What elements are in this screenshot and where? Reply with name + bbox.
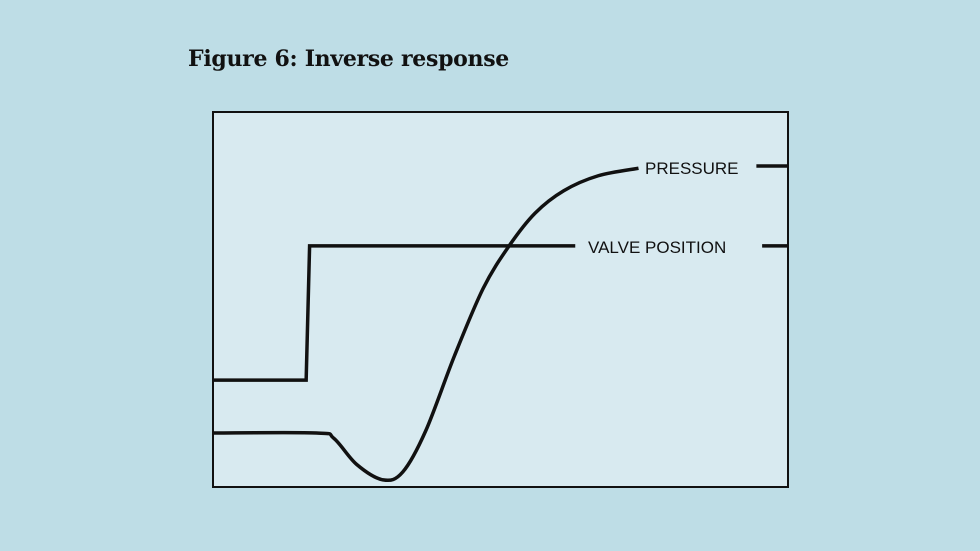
pressure-line [212,166,639,483]
valve-position-label: VALVE POSITION [588,238,726,257]
valve-position-line [213,244,576,382]
figure-title: Figure 6: Inverse response [188,46,509,72]
pressure-label: PRESSURE [645,159,739,178]
